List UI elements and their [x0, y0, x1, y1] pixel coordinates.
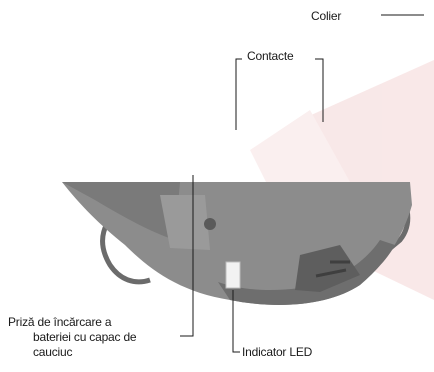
leader-led: [232, 290, 240, 353]
label-priza-line1: Priză de încărcare a: [8, 315, 112, 329]
receiver-body: [62, 182, 412, 305]
leader-contacte-right: [315, 58, 324, 122]
label-indicator-led: Indicator LED: [242, 345, 313, 359]
leader-priza: [180, 175, 194, 337]
label-priza-line3: cauciuc: [33, 345, 73, 359]
leader-contacte-left: [235, 58, 242, 130]
label-charging-socket: Priză de încărcare a bateriei cu capac d…: [8, 315, 168, 360]
label-colier: Colier: [311, 9, 342, 23]
led-window: [225, 261, 241, 289]
label-priza-line2: bateriei cu capac de: [33, 330, 137, 344]
label-contacte: Contacte: [247, 49, 294, 63]
leader-lines: [180, 14, 424, 353]
